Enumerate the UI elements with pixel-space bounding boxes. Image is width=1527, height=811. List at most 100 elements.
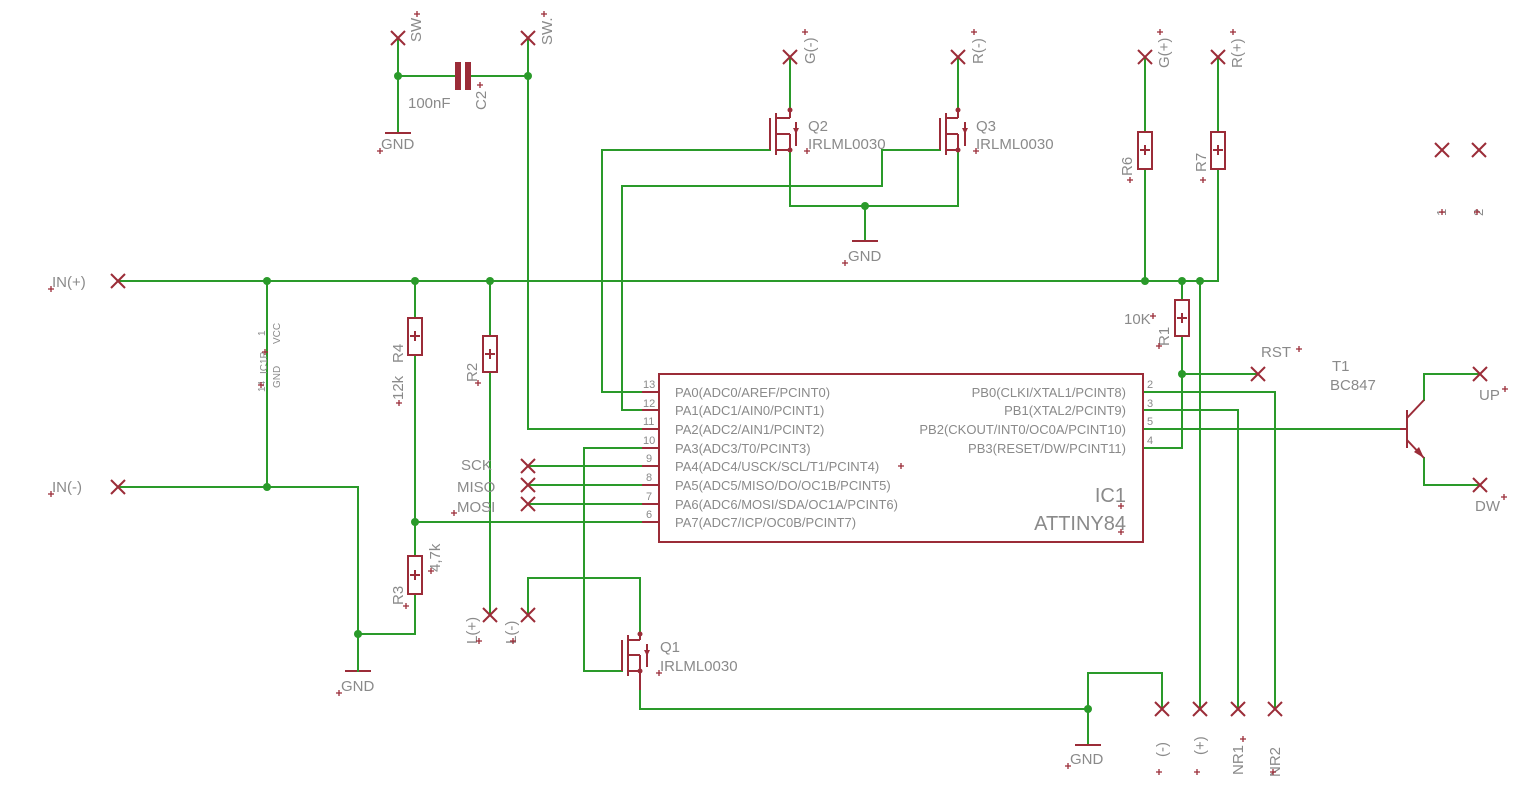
label-q3: Q3 xyxy=(976,118,996,135)
label-r3: R3 xyxy=(390,586,407,605)
ic-pin-num: 6 xyxy=(646,509,652,521)
label-gnd-1: GND xyxy=(381,136,415,153)
ic-right-pin-numbers: 2 3 5 4 xyxy=(1147,379,1153,447)
resistor-r4 xyxy=(407,317,423,356)
label-in-minus: IN(-) xyxy=(52,479,82,496)
resistor-r1 xyxy=(1174,299,1190,337)
label-r6: R6 xyxy=(1119,157,1136,176)
ic-pin-name: PA4(ADC4/USCK/SCL/T1/PCINT4) xyxy=(675,459,879,474)
label-r3-value: 4,7k xyxy=(427,543,444,572)
label-t1-part: BC847 xyxy=(1330,377,1376,394)
pad-minus xyxy=(1154,701,1170,717)
ic-pin-num: 2 xyxy=(1147,379,1153,391)
resistor-r3 xyxy=(407,555,423,595)
label-r7: R7 xyxy=(1193,153,1210,172)
ic-pin-num: 4 xyxy=(1147,435,1153,447)
pad-miso xyxy=(520,477,536,493)
pwr-gnd: GND xyxy=(272,366,283,388)
origin-markers xyxy=(48,11,1508,775)
label-l-plus: L(+) xyxy=(464,617,481,644)
label-gnd-4: GND xyxy=(1070,751,1104,768)
ic-pin-num: 10 xyxy=(643,435,655,447)
ic1-attiny84 xyxy=(642,373,1144,543)
label-nr2: NR2 xyxy=(1267,747,1284,777)
label-mosi: MOSI xyxy=(457,499,495,516)
pad-in-plus xyxy=(110,273,126,289)
pad-nr1 xyxy=(1230,701,1246,717)
pad-r-plus xyxy=(1210,49,1226,65)
label-q3-part: IRLML0030 xyxy=(976,136,1054,153)
ic-pin-name: PB0(CLKI/XTAL1/PCINT8) xyxy=(972,385,1126,400)
ic-pin-num: 11 xyxy=(643,416,654,428)
label-l-minus: L(-) xyxy=(503,621,520,644)
pad-g-minus xyxy=(782,49,798,65)
label-q1: Q1 xyxy=(660,639,680,656)
pwr-pin1: 1 xyxy=(257,330,268,336)
label-up: UP xyxy=(1479,387,1500,404)
label-sck: SCK xyxy=(461,457,492,474)
mosfet-q3 xyxy=(939,107,968,155)
resistor-r6 xyxy=(1137,131,1153,170)
ic-pin-num: 8 xyxy=(646,472,652,484)
label-r4-value: 12k xyxy=(390,375,407,400)
pad-rst xyxy=(1250,366,1266,382)
pwr-pin14: 14 xyxy=(257,380,268,392)
label-sw2: SW. xyxy=(539,17,556,45)
wires xyxy=(117,37,1481,746)
pad-plus xyxy=(1192,701,1208,717)
ic1-power-pins: 14 IC1P 1 GND VCC xyxy=(257,323,283,392)
pad-sck xyxy=(520,458,536,474)
ic-pin-name: PA7(ADC7/ICP/OC0B/PCINT7) xyxy=(675,515,856,530)
transistor-t1 xyxy=(1400,399,1425,459)
label-dw: DW xyxy=(1475,498,1501,515)
pad-sw1 xyxy=(390,30,406,46)
junctions xyxy=(263,72,1204,713)
label-g-minus: G(-) xyxy=(802,37,819,64)
pad-g-plus xyxy=(1137,49,1153,65)
label-q2-part: IRLML0030 xyxy=(808,136,886,153)
ic-pin-name: PA2(ADC2/AIN1/PCINT2) xyxy=(675,422,824,437)
ic-pin-num: 3 xyxy=(1147,398,1153,410)
pad-nr2 xyxy=(1267,701,1283,717)
label-sw1: SW xyxy=(408,17,425,42)
pad-mosi xyxy=(520,496,536,512)
ic1-label: IC1 xyxy=(1095,485,1126,507)
ic-pin-num: 12 xyxy=(643,398,655,410)
label-plus: (+) xyxy=(1192,736,1209,755)
ic-pin-name: PB2(CKOUT/INT0/OC0A/PCINT10) xyxy=(919,422,1126,437)
pads xyxy=(110,30,1488,717)
resistor-r7 xyxy=(1210,131,1226,170)
label-in-plus: IN(+) xyxy=(52,274,86,291)
ic-pin-name: PA3(ADC3/T0/PCINT3) xyxy=(675,441,811,456)
ic-pin-num: 7 xyxy=(646,491,652,503)
ic-right-pin-names: PB0(CLKI/XTAL1/PCINT8) PB1(XTAL2/PCINT9)… xyxy=(919,385,1126,456)
ic-pin-name: PA0(ADC0/AREF/PCINT0) xyxy=(675,385,830,400)
label-g-plus: G(+) xyxy=(1156,38,1173,68)
label-r2: R2 xyxy=(464,363,481,382)
pad-1 xyxy=(1434,142,1450,158)
label-r1-value: 10K xyxy=(1124,311,1151,328)
label-r-minus: R(-) xyxy=(970,38,987,64)
ic-pin-num: 9 xyxy=(646,453,652,465)
label-q2: Q2 xyxy=(808,118,828,135)
pad-dw xyxy=(1472,477,1488,493)
mosfet-q1 xyxy=(621,631,650,690)
label-rst: RST xyxy=(1261,344,1291,361)
pad-l-minus xyxy=(520,607,536,623)
label-r4: R4 xyxy=(390,344,407,363)
ic-pin-name: PB1(XTAL2/PCINT9) xyxy=(1004,403,1126,418)
ic-pin-name: PA5(ADC5/MISO/DO/OC1B/PCINT5) xyxy=(675,478,891,493)
mosfet-q2 xyxy=(769,107,799,155)
label-c2-value: 100nF xyxy=(408,95,451,112)
label-t1: T1 xyxy=(1332,358,1350,375)
label-miso: MISO xyxy=(457,479,495,496)
label-r1: R1 xyxy=(1156,327,1173,346)
ground-symbols xyxy=(345,132,1101,746)
ic-pin-num: 13 xyxy=(643,379,655,391)
labels: IN(+) IN(-) SW SW. C2 100nF GND GND GND … xyxy=(52,17,1501,777)
label-gnd-2: GND xyxy=(848,248,882,265)
pad-up xyxy=(1472,366,1488,382)
label-gnd-3: GND xyxy=(341,678,375,695)
label-c2: C2 xyxy=(473,91,490,110)
pad-r-minus xyxy=(950,49,966,65)
